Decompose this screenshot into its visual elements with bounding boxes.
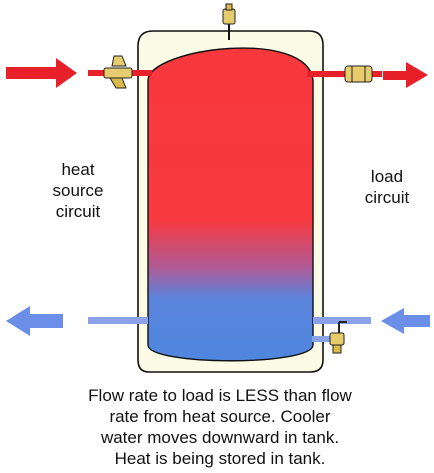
heat-source-supply-pipe xyxy=(88,70,152,76)
load-supply-pipe-end xyxy=(372,71,382,77)
load-label-line-2: circuit xyxy=(364,188,410,207)
drain-valve-icon xyxy=(312,321,347,354)
heat-source-return-arrow xyxy=(6,306,63,336)
heat-source-return-pipe xyxy=(88,317,148,324)
heat-source-label-line-3: circuit xyxy=(55,202,101,221)
heat-source-circuit-label: heat source circuit xyxy=(38,159,118,222)
caption-line-4: Heat is being stored in tank. xyxy=(114,449,326,468)
load-supply-pipe xyxy=(307,71,345,77)
heat-source-supply-arrow xyxy=(6,58,77,88)
air-vent-icon xyxy=(222,3,236,40)
check-valve-icon xyxy=(344,65,373,83)
load-circuit-label: load circuit xyxy=(348,166,426,208)
heat-source-label-line-1: heat xyxy=(61,160,95,179)
y-strainer-icon xyxy=(103,55,133,89)
load-label-line-1: load xyxy=(370,167,404,186)
caption-line-1: Flow rate to load is LESS than flow xyxy=(88,386,352,405)
caption-line-3: water moves downward in tank. xyxy=(100,428,340,447)
load-supply-arrow xyxy=(383,62,428,88)
tank-water xyxy=(147,47,314,362)
load-return-pipe xyxy=(313,317,371,324)
diagram-caption: Flow rate to load is LESS than flow rate… xyxy=(60,385,380,469)
load-return-arrow xyxy=(381,308,430,334)
heat-source-label-line-2: source xyxy=(52,181,104,200)
caption-line-2: rate from heat source. Cooler xyxy=(109,407,331,426)
